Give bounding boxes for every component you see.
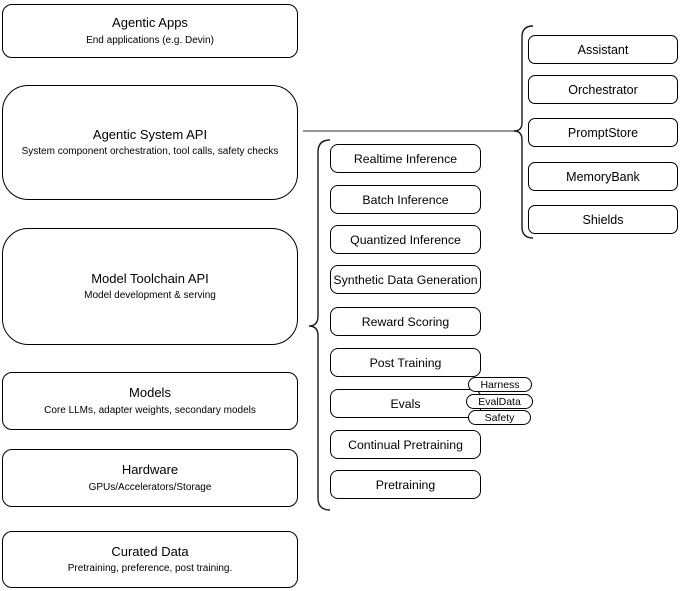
node-reward-scoring[interactable]: Reward Scoring bbox=[330, 307, 481, 336]
node-curated-data[interactable]: Curated Data Pretraining, preference, po… bbox=[2, 531, 298, 588]
node-label: Realtime Inference bbox=[353, 151, 458, 166]
node-label: Pretraining bbox=[375, 477, 436, 492]
node-synthetic-data-generation[interactable]: Synthetic Data Generation bbox=[330, 265, 481, 294]
node-label: Continual Pretraining bbox=[348, 437, 463, 452]
node-models[interactable]: Models Core LLMs, adapter weights, secon… bbox=[2, 372, 298, 430]
node-subtitle: System component orchestration, tool cal… bbox=[21, 146, 279, 158]
node-label: Evals bbox=[390, 396, 421, 411]
node-hardware[interactable]: Hardware GPUs/Accelerators/Storage bbox=[2, 449, 298, 507]
node-label: PromptStore bbox=[567, 125, 639, 140]
node-subtitle: Core LLMs, adapter weights, secondary mo… bbox=[44, 404, 256, 416]
node-batch-inference[interactable]: Batch Inference bbox=[330, 185, 481, 214]
node-orchestrator[interactable]: Orchestrator bbox=[528, 75, 678, 104]
toolchain-bracket bbox=[308, 139, 331, 511]
pill-label: EvalData bbox=[478, 395, 521, 408]
node-label: Reward Scoring bbox=[361, 314, 450, 329]
node-label: Synthetic Data Generation bbox=[333, 272, 478, 287]
node-shields[interactable]: Shields bbox=[528, 205, 678, 234]
node-promptstore[interactable]: PromptStore bbox=[528, 118, 678, 147]
node-label: Post Training bbox=[369, 355, 442, 370]
node-label: Orchestrator bbox=[568, 82, 638, 97]
node-realtime-inference[interactable]: Realtime Inference bbox=[330, 144, 481, 173]
node-agentic-system-api[interactable]: Agentic System API System component orch… bbox=[2, 85, 298, 200]
node-assistant[interactable]: Assistant bbox=[528, 35, 678, 64]
node-memorybank[interactable]: MemoryBank bbox=[528, 162, 678, 191]
node-subtitle: End applications (e.g. Devin) bbox=[86, 34, 214, 46]
pill-label: Safety bbox=[484, 411, 515, 424]
node-title: Models bbox=[129, 385, 171, 401]
node-pretraining[interactable]: Pretraining bbox=[330, 470, 481, 499]
node-label: MemoryBank bbox=[566, 169, 640, 184]
node-continual-pretraining[interactable]: Continual Pretraining bbox=[330, 430, 481, 459]
node-subtitle: GPUs/Accelerators/Storage bbox=[88, 481, 212, 493]
node-label: Shields bbox=[582, 212, 624, 227]
pill-harness[interactable]: Harness bbox=[468, 377, 532, 392]
node-evals[interactable]: Evals bbox=[330, 389, 481, 418]
node-agentic-apps[interactable]: Agentic Apps End applications (e.g. Devi… bbox=[2, 4, 298, 58]
pill-evaldata[interactable]: EvalData bbox=[466, 394, 533, 409]
pill-safety[interactable]: Safety bbox=[468, 410, 531, 425]
node-post-training[interactable]: Post Training bbox=[330, 348, 481, 377]
node-title: Agentic System API bbox=[92, 126, 208, 142]
pill-label: Harness bbox=[480, 378, 520, 391]
node-subtitle: Model development & serving bbox=[84, 290, 216, 302]
node-label: Quantized Inference bbox=[350, 232, 461, 247]
node-title: Model Toolchain API bbox=[91, 270, 209, 286]
node-title: Curated Data bbox=[111, 543, 189, 559]
node-model-toolchain-api[interactable]: Model Toolchain API Model development & … bbox=[2, 228, 298, 345]
node-subtitle: Pretraining, preference, post training. bbox=[67, 563, 233, 575]
node-label: Batch Inference bbox=[362, 192, 449, 207]
node-title: Hardware bbox=[121, 462, 179, 478]
node-quantized-inference[interactable]: Quantized Inference bbox=[330, 225, 481, 254]
node-title: Agentic Apps bbox=[112, 15, 188, 31]
node-label: Assistant bbox=[577, 42, 629, 57]
